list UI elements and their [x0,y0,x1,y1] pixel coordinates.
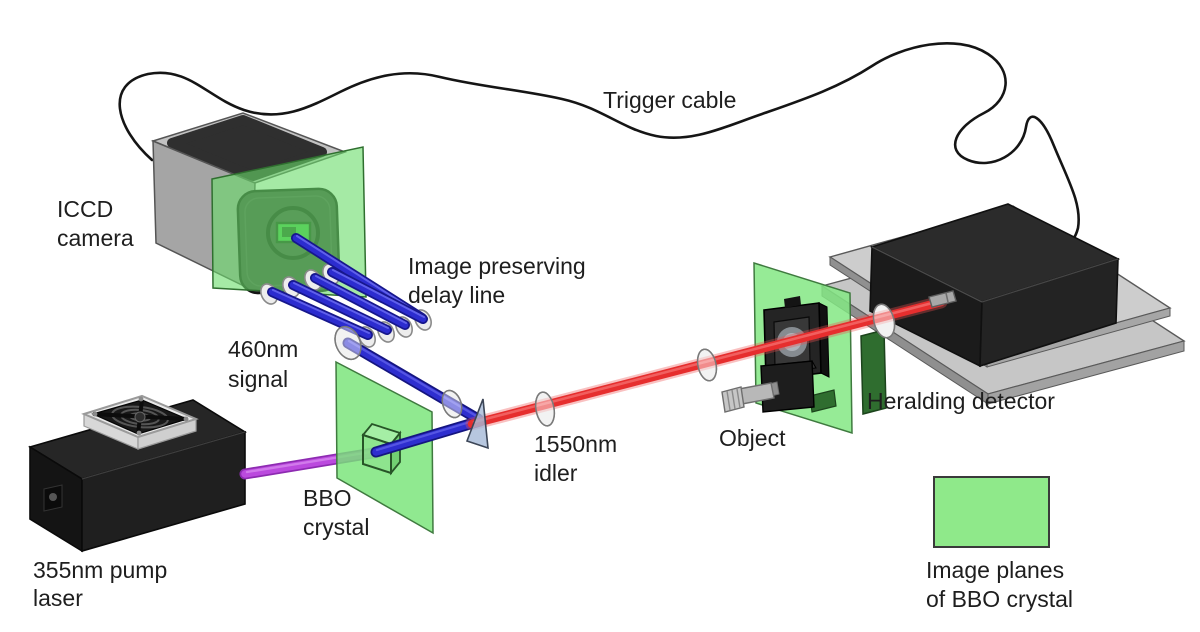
dichroic-prism [465,398,489,450]
signal-beam [342,337,486,458]
label-signal-line1: 460nm [228,336,298,362]
label-bbo-line2: crystal [303,514,369,540]
delay-line-beams [267,233,428,340]
signal-tube [310,273,410,330]
label-delay-line1: Image preserving [408,253,586,279]
fiber-connector [928,290,957,308]
delay-entrance-lens-gloss [334,325,362,361]
legend-swatch [933,476,1050,548]
micrometer [721,381,780,413]
label-pump-line1: 355nm pump [33,557,167,583]
laser-connector-pin [49,493,57,501]
mount-top-screw [784,296,801,308]
signal-tube [327,267,428,324]
signal-tube [267,287,373,340]
label-iccd-line2: camera [57,225,134,251]
detector-box [869,203,1121,368]
label-pump-line2: laser [33,585,83,611]
trigger-cable [118,42,1080,254]
label-bbo-line1: BBO [303,485,352,511]
label-delay-line2: delay line [408,282,505,308]
mount-post [860,329,887,415]
heralding-detector [820,203,1186,405]
signal-tube [288,280,392,335]
label-idler-line1: 1550nm [534,431,617,457]
cooling-fan [81,394,199,450]
pump-laser [28,394,247,553]
label-legend-line1: Image planes [926,557,1064,583]
idler-lens-1-gloss [534,391,556,427]
label-trigger-cable: Trigger cable [603,87,736,113]
label-iccd-line1: ICCD [57,196,113,222]
idler-lens-3-gloss [872,303,896,339]
label-object: Object [719,425,786,451]
lenses-over [334,303,896,427]
label-heralding: Heralding detector [867,388,1055,414]
camera-top-inset [167,115,327,181]
label-signal-line2: signal [228,366,288,392]
signal-lens-gloss [441,389,463,419]
labels: ICCD camera Trigger cable Image preservi… [33,87,1073,612]
idler-lens-2-gloss [696,348,718,382]
label-legend-line2: of BBO crystal [926,586,1073,612]
label-idler-line2: idler [534,460,578,486]
